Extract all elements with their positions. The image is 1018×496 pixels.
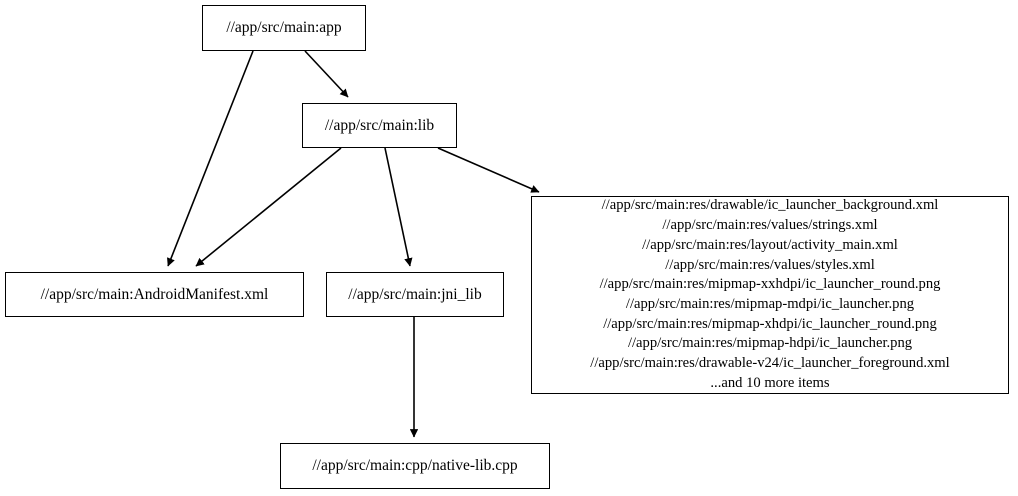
edge-lib-to-res-bundle — [437, 147, 540, 193]
graph-node-android-manifest[interactable]: //app/src/main:AndroidManifest.xml — [5, 272, 304, 317]
graph-node-app[interactable]: //app/src/main:app — [202, 5, 366, 51]
edge-app-to-lib — [304, 50, 349, 98]
graph-node-res-bundle[interactable]: //app/src/main:res/drawable/ic_launcher_… — [531, 196, 1009, 394]
graph-node-native-lib-cpp[interactable]: //app/src/main:cpp/native-lib.cpp — [280, 443, 550, 489]
edge-lib-to-jni-lib — [384, 147, 413, 267]
graph-node-jni-lib-label: //app/src/main:jni_lib — [348, 285, 482, 303]
graph-node-native-lib-cpp-label: //app/src/main:cpp/native-lib.cpp — [312, 457, 518, 475]
graph-node-app-label: //app/src/main:app — [226, 19, 342, 37]
graph-node-lib[interactable]: //app/src/main:lib — [302, 103, 457, 148]
graph-node-res-bundle-label: //app/src/main:res/drawable/ic_launcher_… — [590, 197, 950, 391]
graph-node-android-manifest-label: //app/src/main:AndroidManifest.xml — [40, 285, 269, 303]
graph-node-lib-label: //app/src/main:lib — [324, 116, 435, 134]
graph-node-jni-lib[interactable]: //app/src/main:jni_lib — [326, 272, 504, 317]
edge-lib-to-manifest — [195, 147, 342, 267]
edge-app-to-manifest — [167, 50, 254, 267]
